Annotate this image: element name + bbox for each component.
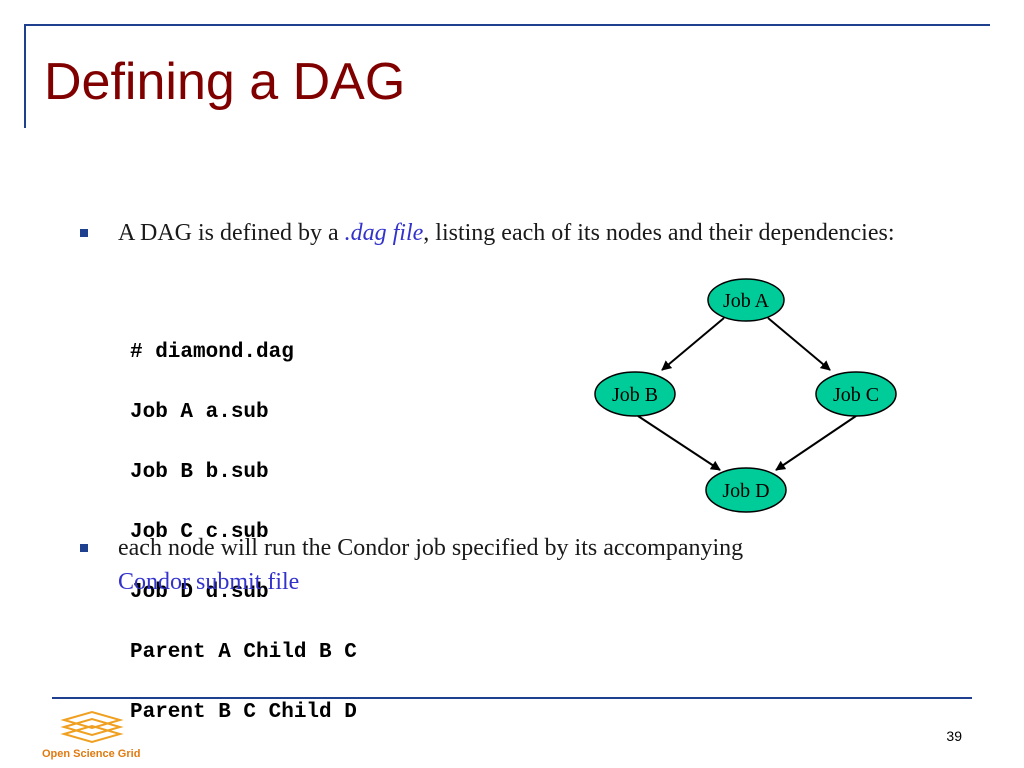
- code-line: # diamond.dag: [130, 341, 294, 364]
- left-frame-line: [24, 24, 26, 128]
- bullet-2-text-before: each node will run the Condor job specif…: [118, 535, 744, 561]
- bullet-marker: [80, 229, 88, 237]
- page-number: 39: [946, 728, 962, 744]
- bullet-1-text-after: , listing each of its nodes and their de…: [423, 220, 895, 246]
- dag-file-code: # diamond.dag Job A a.sub Job B b.sub Jo…: [130, 308, 357, 758]
- node-d: Job D: [705, 467, 787, 513]
- code-line: Job C c.sub: [130, 521, 269, 544]
- slide-title: Defining a DAG: [44, 53, 406, 111]
- code-line: Job D d.sub: [130, 581, 269, 604]
- node-c: Job C: [815, 371, 897, 417]
- node-a: Job A: [707, 278, 785, 322]
- code-line: Parent B C Child D: [130, 701, 357, 724]
- top-frame-line: [24, 24, 990, 26]
- condor-submit-file-term: Condor submit file: [118, 569, 300, 595]
- osg-logo-text: Open Science Grid: [42, 748, 141, 760]
- bullet-1-text-before: A DAG is defined by a: [118, 220, 345, 246]
- edge-c-d: [775, 415, 857, 471]
- edge-b-d: [637, 415, 721, 471]
- dag-diagram: Job A Job B Job C Job D: [594, 278, 897, 513]
- node-b: Job B: [594, 371, 676, 417]
- node-a-label: Job A: [723, 290, 770, 312]
- bullet-marker: [80, 544, 88, 552]
- dag-file-term: .dag file: [344, 220, 424, 246]
- node-b-label: Job B: [612, 384, 658, 406]
- code-line: Parent A Child B C: [130, 641, 357, 664]
- code-line: Job B b.sub: [130, 461, 269, 484]
- code-line: Job A a.sub: [130, 401, 269, 424]
- node-c-label: Job C: [833, 384, 879, 406]
- bullet-text-1: A DAG is defined by a .dag file, listing…: [118, 216, 898, 250]
- edge-a-b: [661, 317, 725, 371]
- bullet-text-2: each node will run the Condor job specif…: [118, 531, 898, 599]
- osg-logo-icon: [60, 710, 124, 744]
- footer-divider: [52, 697, 972, 699]
- edge-a-c: [767, 317, 831, 371]
- node-d-label: Job D: [722, 480, 769, 502]
